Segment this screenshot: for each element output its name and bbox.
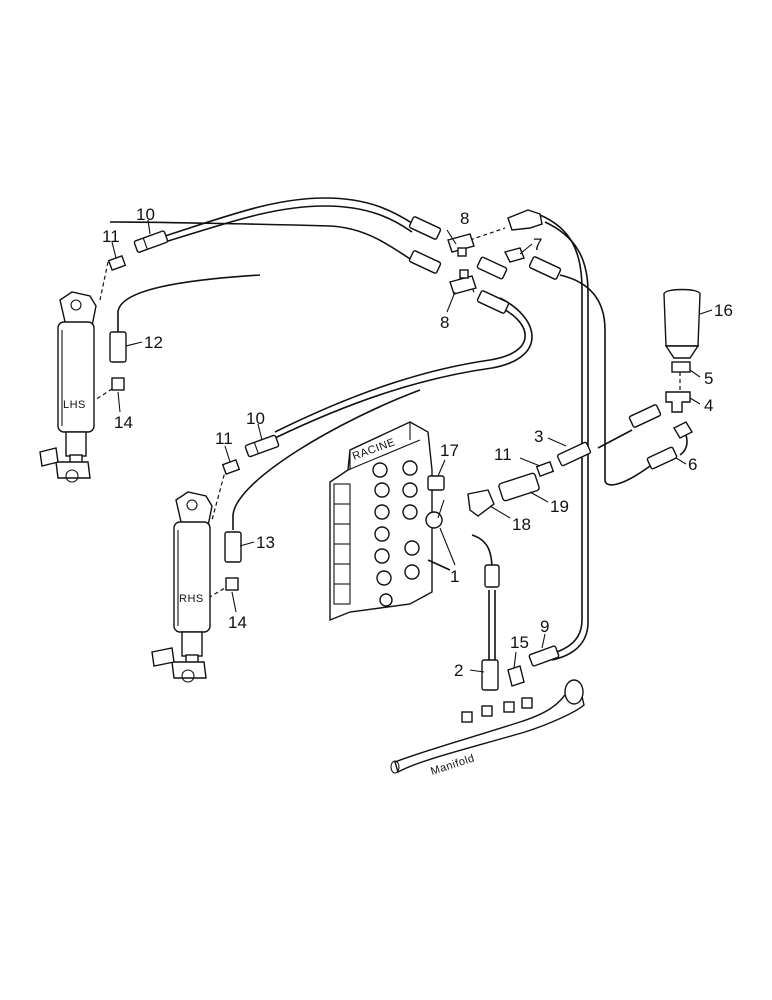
hose-12-loop xyxy=(117,274,261,332)
hose-right-long-b xyxy=(544,221,589,661)
callout-19: 19 xyxy=(550,497,569,516)
hose-rhs-loop-b xyxy=(274,297,533,439)
hose-end-7b xyxy=(528,256,562,280)
manifold: Manifold xyxy=(390,679,585,778)
hose-end-8lower xyxy=(476,290,510,314)
callout-10-lower: 10 xyxy=(246,409,265,428)
hose-rhs-loop xyxy=(274,304,526,433)
callout-2: 2 xyxy=(454,661,463,680)
fitting-14-upper xyxy=(111,377,125,391)
rhs-label: RHS xyxy=(179,593,204,605)
valve-outlet-1 xyxy=(425,511,443,529)
fitting-2 xyxy=(481,659,499,691)
manifold-ports xyxy=(461,697,533,723)
fitting-11-lower xyxy=(221,459,241,475)
fitting-11-upper xyxy=(107,255,127,271)
fitting-10-upper xyxy=(133,230,169,253)
callout-11-middle: 11 xyxy=(494,445,512,464)
callout-3: 3 xyxy=(534,427,543,446)
elbow-top xyxy=(507,209,543,231)
hose-right-long xyxy=(539,214,583,656)
control-valve: RACINE xyxy=(329,421,451,622)
callout-11-lower: 11 xyxy=(215,429,233,448)
callout-13: 13 xyxy=(256,533,275,552)
callout-16: 16 xyxy=(714,301,733,320)
callout-14-upper: 14 xyxy=(114,413,133,432)
callout-5: 5 xyxy=(704,369,713,388)
hose-3-4 xyxy=(597,429,633,449)
fitting-3b xyxy=(628,404,662,428)
fitting-10-lower xyxy=(244,434,280,458)
lhs-label: LHS xyxy=(63,399,86,411)
callout-numbers: 1 2 3 4 5 6 7 8 8 9 10 10 11 11 11 12 13… xyxy=(102,205,733,680)
fitting-12 xyxy=(109,331,127,363)
filter-16 xyxy=(663,288,701,373)
fitting-6 xyxy=(646,446,678,470)
fitting-14-lower xyxy=(225,577,239,591)
callout-1: 1 xyxy=(450,567,459,586)
fitting-15 xyxy=(507,665,525,687)
tee-4 xyxy=(665,391,691,413)
fitting-11-middle xyxy=(535,461,555,477)
tee-8-upper xyxy=(447,233,475,257)
hose-lhs-upper-b xyxy=(164,205,413,243)
callout-8-lower: 8 xyxy=(440,313,449,332)
left-cylinder: LHS xyxy=(39,291,97,483)
hose-end-upper-pair xyxy=(408,216,442,274)
tee-8-lower xyxy=(449,269,477,295)
hose-13 xyxy=(232,389,421,530)
hose-lhs-upper xyxy=(164,197,416,237)
right-cylinder: RHS xyxy=(151,491,213,683)
hose-to-6 xyxy=(559,274,651,486)
callout-10-upper: 10 xyxy=(136,205,155,224)
elbow-7 xyxy=(503,247,525,263)
callout-7: 7 xyxy=(533,235,542,254)
callout-6: 6 xyxy=(688,455,697,474)
fittings xyxy=(107,209,701,691)
callout-8-upper: 8 xyxy=(460,209,469,228)
fitting-13 xyxy=(224,531,242,563)
callout-14-lower: 14 xyxy=(228,613,247,632)
callout-11-upper: 11 xyxy=(102,227,120,246)
callout-4: 4 xyxy=(704,396,713,415)
fitting-2b xyxy=(484,564,500,588)
elbow-18 xyxy=(467,489,495,517)
hose-lines xyxy=(109,197,688,661)
callout-18: 18 xyxy=(512,515,531,534)
hose-end-7a xyxy=(476,256,508,280)
valve-ports xyxy=(372,460,420,607)
callout-9: 9 xyxy=(540,617,549,636)
fitting-19 xyxy=(498,472,540,502)
callout-15: 15 xyxy=(510,633,529,652)
hose-lhs-long xyxy=(109,221,416,263)
fitting-3 xyxy=(556,441,592,467)
fitting-17 xyxy=(427,475,445,491)
callout-12: 12 xyxy=(144,333,163,352)
fitting-9 xyxy=(528,645,560,667)
callout-17: 17 xyxy=(440,441,459,460)
leader-lines xyxy=(111,219,713,673)
elbow-6 xyxy=(673,421,693,439)
